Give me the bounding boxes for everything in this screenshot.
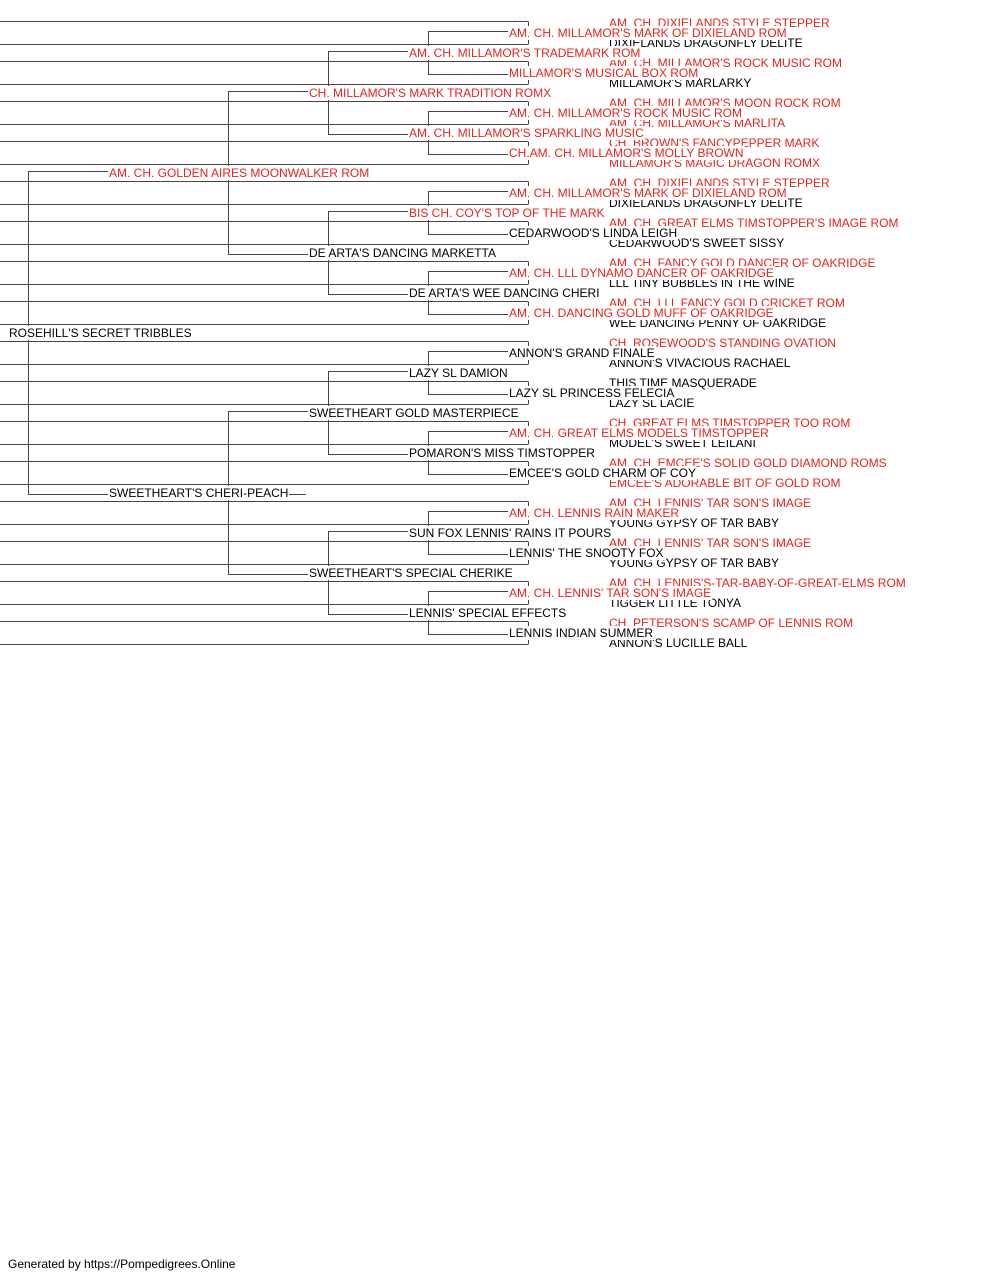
ancestor-name: AM. CH. MILLAMOR'S MARK OF DIXIELAND ROM bbox=[508, 26, 788, 40]
ancestor-name: EMCEE'S GOLD CHARM OF COY bbox=[508, 466, 697, 480]
ancestor-name: LAZY SL DAMION bbox=[408, 366, 509, 380]
ancestor-name: CEDARWOOD'S LINDA LEIGH bbox=[508, 226, 679, 240]
ancestor-name: LENNIS' SPECIAL EFFECTS bbox=[408, 606, 568, 620]
subject-dog-name: ROSEHILL'S SECRET TRIBBLES bbox=[8, 326, 193, 340]
ancestor-name: BIS CH. COY'S TOP OF THE MARK bbox=[408, 206, 606, 220]
ancestor-name: POMARON'S MISS TIMSTOPPER bbox=[408, 446, 596, 460]
ancestor-name: CH. PETERSON'S SCAMP OF LENNIS ROM bbox=[608, 616, 855, 630]
ancestor-name: AM. CH. GREAT ELMS MODELS TIMSTOPPER bbox=[508, 426, 770, 440]
footer-credit: Generated by https://Pompedigrees.Online bbox=[8, 1257, 236, 1271]
ancestor-name: SWEETHEART'S SPECIAL CHERIKE bbox=[308, 566, 514, 580]
ancestor-name: AM. CH. GREAT ELMS TIMSTOPPER'S IMAGE RO… bbox=[608, 216, 900, 230]
ancestor-name: DE ARTA'S DANCING MARKETTA bbox=[308, 246, 497, 260]
ancestor-name: LENNIS' THE SNOOTY FOX bbox=[508, 546, 665, 560]
ancestor-name: AM. CH. GOLDEN AIRES MOONWALKER ROM bbox=[108, 166, 371, 180]
ancestor-name: AM. CH. MILLAMOR'S ROCK MUSIC ROM bbox=[508, 106, 743, 120]
ancestor-name: SUN FOX LENNIS' RAINS IT POURS bbox=[408, 526, 613, 540]
ancestor-name: SWEETHEART GOLD MASTERPIECE bbox=[308, 406, 520, 420]
ancestor-name: LAZY SL PRINCESS FELECIA bbox=[508, 386, 676, 400]
ancestor-name: CH. ROSEWOOD'S STANDING OVATION bbox=[608, 336, 837, 350]
ancestor-name: CH.AM. CH. MILLAMOR'S MOLLY BROWN bbox=[508, 146, 745, 160]
ancestor-name: LENNIS INDIAN SUMMER bbox=[508, 626, 655, 640]
ancestor-name: AM. CH. LENNIS RAIN MAKER bbox=[508, 506, 681, 520]
ancestor-name: SWEETHEART'S CHERI-PEACH bbox=[108, 486, 290, 500]
ancestor-name: AM. CH. LENNIS' TAR SON'S IMAGE bbox=[508, 586, 713, 600]
ancestor-name: MILLAMOR'S MUSICAL BOX ROM bbox=[508, 66, 700, 80]
ancestor-name: AM. CH. MILLAMOR'S SPARKLING MUSIC bbox=[408, 126, 645, 140]
ancestor-name: AM. CH. MILLAMOR'S TRADEMARK ROM bbox=[408, 46, 642, 60]
ancestor-name: AM. CH. LLL DYNAMO DANCER OF OAKRIDGE bbox=[508, 266, 775, 280]
ancestor-name: ANNON'S GRAND FINALE bbox=[508, 346, 656, 360]
ancestor-name: AM. CH. MILLAMOR'S MARK OF DIXIELAND ROM bbox=[508, 186, 788, 200]
ancestor-name: CH. MILLAMOR'S MARK TRADITION ROMX bbox=[308, 86, 553, 100]
ancestor-name: AM. CH. DANCING GOLD MUFF OF OAKRIDGE bbox=[508, 306, 775, 320]
ancestor-name: DE ARTA'S WEE DANCING CHERI bbox=[408, 286, 601, 300]
